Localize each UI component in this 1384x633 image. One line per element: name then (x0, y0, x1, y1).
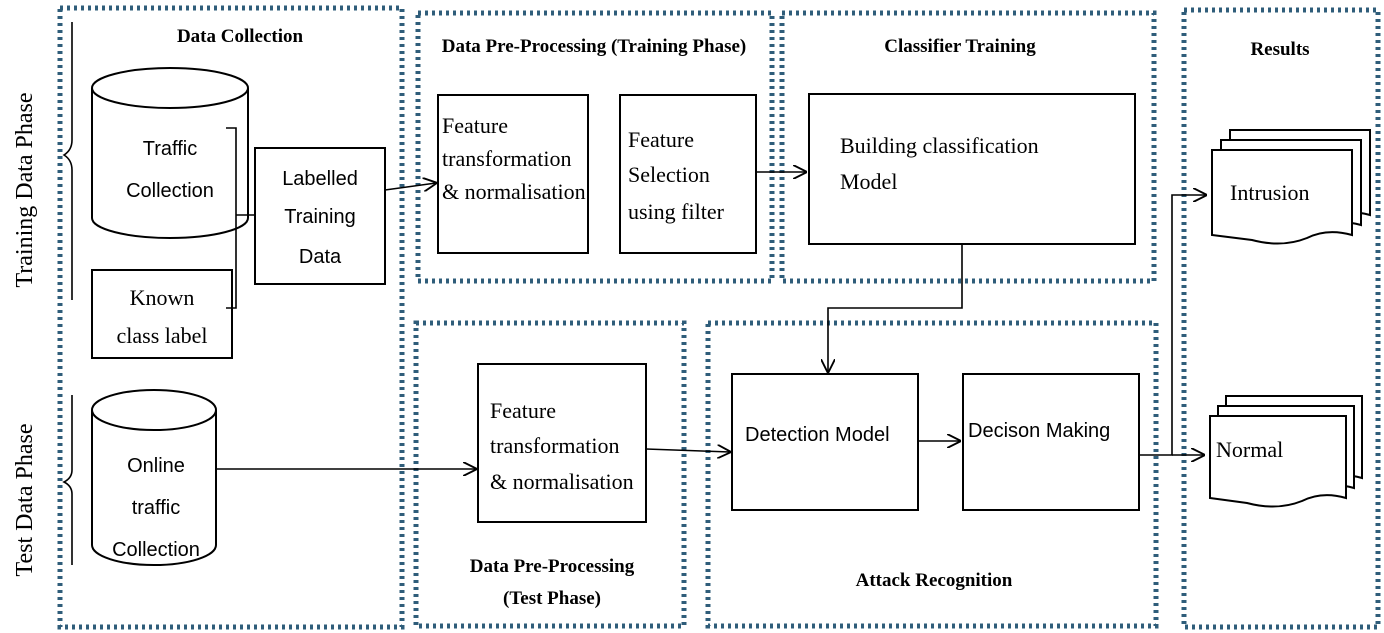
preprocessing-training-heading: Data Pre-Processing (Training Phase) (442, 36, 747, 57)
feature-transformation-training-label-2: transformation (442, 146, 572, 171)
detection-model-box (731, 373, 919, 511)
data-collection-heading: Data Collection (177, 26, 304, 47)
model-to-detection-arrow (828, 244, 963, 372)
results-heading: Results (1250, 39, 1309, 60)
normal-label: Normal (1216, 437, 1283, 462)
attack-recognition-frame (705, 320, 1159, 629)
feature-selection-label-3: using filter (628, 199, 725, 224)
classifier-training-frame (779, 10, 1157, 284)
known-class-label-2: class label (116, 323, 207, 348)
online-traffic-label-3: Collection (112, 539, 200, 561)
feature-selection-label-2: Selection (628, 162, 710, 187)
online-traffic-label-2: traffic (132, 497, 181, 519)
known-class-label-box (91, 269, 233, 359)
preprocessing-test-heading-line2: (Test Phase) (503, 588, 601, 609)
transform-to-detection-arrow (645, 449, 730, 452)
traffic-collection-label-1: Traffic (143, 138, 197, 160)
labelled-to-transform-arrow (384, 183, 436, 190)
feature-transformation-training-box (437, 94, 589, 254)
feature-transformation-test-box (477, 363, 647, 523)
labelled-training-data-label-2: Training (284, 206, 356, 228)
collection-join-brace (226, 127, 255, 309)
test-phase-label: Test Data Phase (12, 424, 38, 577)
intrusion-document-stack (1211, 129, 1371, 245)
intrusion-label: Intrusion (1230, 180, 1309, 205)
data-collection-frame (57, 5, 405, 630)
feature-selection-label-1: Feature (628, 127, 694, 152)
feature-transformation-test-label-3: & normalisation (490, 469, 634, 494)
traffic-collection-cylinder (91, 67, 249, 239)
building-model-box (808, 93, 1136, 245)
training-phase-brace (62, 22, 73, 300)
feature-transformation-training-label-3: & normalisation (442, 179, 586, 204)
labelled-training-data-box (254, 147, 386, 285)
feature-transformation-test-label-1: Feature (490, 398, 556, 423)
preprocessing-training-frame (415, 10, 775, 284)
feature-transformation-training-label-1: Feature (442, 113, 508, 138)
normal-document-stack (1209, 395, 1363, 508)
decision-to-intrusion-arrow (1139, 195, 1206, 456)
decision-making-label: Decison Making (968, 420, 1110, 442)
traffic-collection-label-2: Collection (126, 180, 214, 202)
known-class-label-1: Known (130, 285, 195, 310)
labelled-training-data-label-3: Data (299, 246, 342, 268)
classifier-training-heading: Classifier Training (884, 36, 1036, 57)
preprocessing-test-frame (413, 320, 687, 629)
feature-transformation-test-label-2: transformation (490, 433, 620, 458)
building-model-label-1: Building classification (840, 133, 1039, 158)
detection-model-label: Detection Model (745, 424, 890, 446)
results-frame (1181, 7, 1381, 630)
feature-selection-box (619, 94, 757, 254)
online-traffic-label-1: Online (127, 455, 185, 477)
preprocessing-test-heading-line1: Data Pre-Processing (470, 556, 635, 577)
building-model-label-2: Model (840, 169, 897, 194)
training-phase-label: Training Data Phase (12, 92, 38, 287)
online-traffic-cylinder (91, 389, 217, 566)
attack-recognition-heading: Attack Recognition (856, 570, 1013, 591)
test-phase-brace (62, 395, 73, 565)
labelled-training-data-label-1: Labelled (282, 168, 358, 190)
decision-making-box (962, 373, 1140, 511)
